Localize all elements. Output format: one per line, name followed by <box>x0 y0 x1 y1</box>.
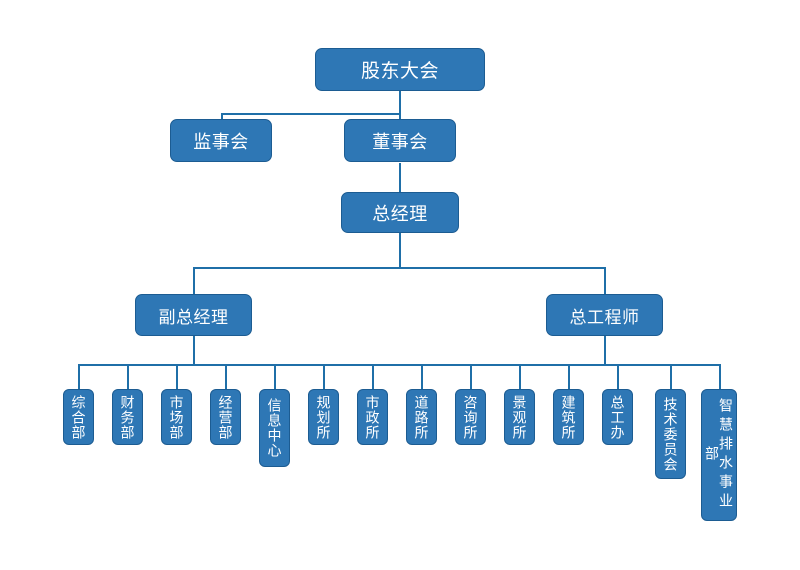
node-department-municipal-institute[interactable]: 市政所 <box>357 389 388 445</box>
connector-department-stem <box>176 364 178 390</box>
connector-department-stem <box>127 364 129 390</box>
connector-gm-bus <box>193 267 606 269</box>
connector-department-stem <box>78 364 80 390</box>
node-department-consulting-institute[interactable]: 咨询所 <box>455 389 486 445</box>
node-department-marketing[interactable]: 市场部 <box>161 389 192 445</box>
node-department-landscape-institute[interactable]: 景观所 <box>504 389 535 445</box>
connector-gm-down <box>399 232 401 268</box>
node-shareholders-meeting[interactable]: 股东大会 <box>315 48 485 91</box>
node-deputy-general-manager[interactable]: 副总经理 <box>135 294 252 336</box>
connector-department-stem <box>719 364 721 390</box>
connector-to-deputy-gm <box>193 267 195 295</box>
node-general-manager[interactable]: 总经理 <box>341 192 459 233</box>
node-supervisory-board[interactable]: 监事会 <box>170 119 272 162</box>
node-department-operations[interactable]: 经营部 <box>210 389 241 445</box>
node-department-architecture-institute[interactable]: 建筑所 <box>553 389 584 445</box>
node-department-technical-committee[interactable]: 技术委员会 <box>655 389 686 479</box>
connector-department-stem <box>225 364 227 390</box>
connector-department-stem <box>323 364 325 390</box>
node-department-information-center[interactable]: 信息中心 <box>259 389 290 467</box>
node-board-of-directors[interactable]: 董事会 <box>344 119 456 162</box>
node-department-road-institute[interactable]: 道路所 <box>406 389 437 445</box>
connector-department-stem <box>568 364 570 390</box>
connector-department-stem <box>274 364 276 390</box>
connector-department-stem <box>421 364 423 390</box>
connector-department-stem <box>519 364 521 390</box>
connector-shareholders-down <box>399 90 401 140</box>
connector-chief-engineer-down <box>604 335 606 365</box>
connector-department-stem <box>372 364 374 390</box>
node-department-planning-institute[interactable]: 规划所 <box>308 389 339 445</box>
connector-board-to-gm <box>399 163 401 193</box>
connector-deputy-gm-down <box>193 335 195 365</box>
node-department-chief-engineer-office[interactable]: 总工办 <box>602 389 633 445</box>
node-department-finance[interactable]: 财务部 <box>112 389 143 445</box>
node-department-smart-drainage-division[interactable]: 智慧排水事业部 <box>701 389 737 521</box>
node-department-comprehensive[interactable]: 综合部 <box>63 389 94 445</box>
connector-shareholders-to-supervisory <box>221 113 401 115</box>
node-chief-engineer[interactable]: 总工程师 <box>546 294 663 336</box>
connector-department-bus <box>78 364 720 366</box>
connector-department-stem <box>617 364 619 390</box>
connector-department-stem <box>670 364 672 390</box>
connector-to-chief-engineer <box>604 267 606 295</box>
connector-department-stem <box>470 364 472 390</box>
